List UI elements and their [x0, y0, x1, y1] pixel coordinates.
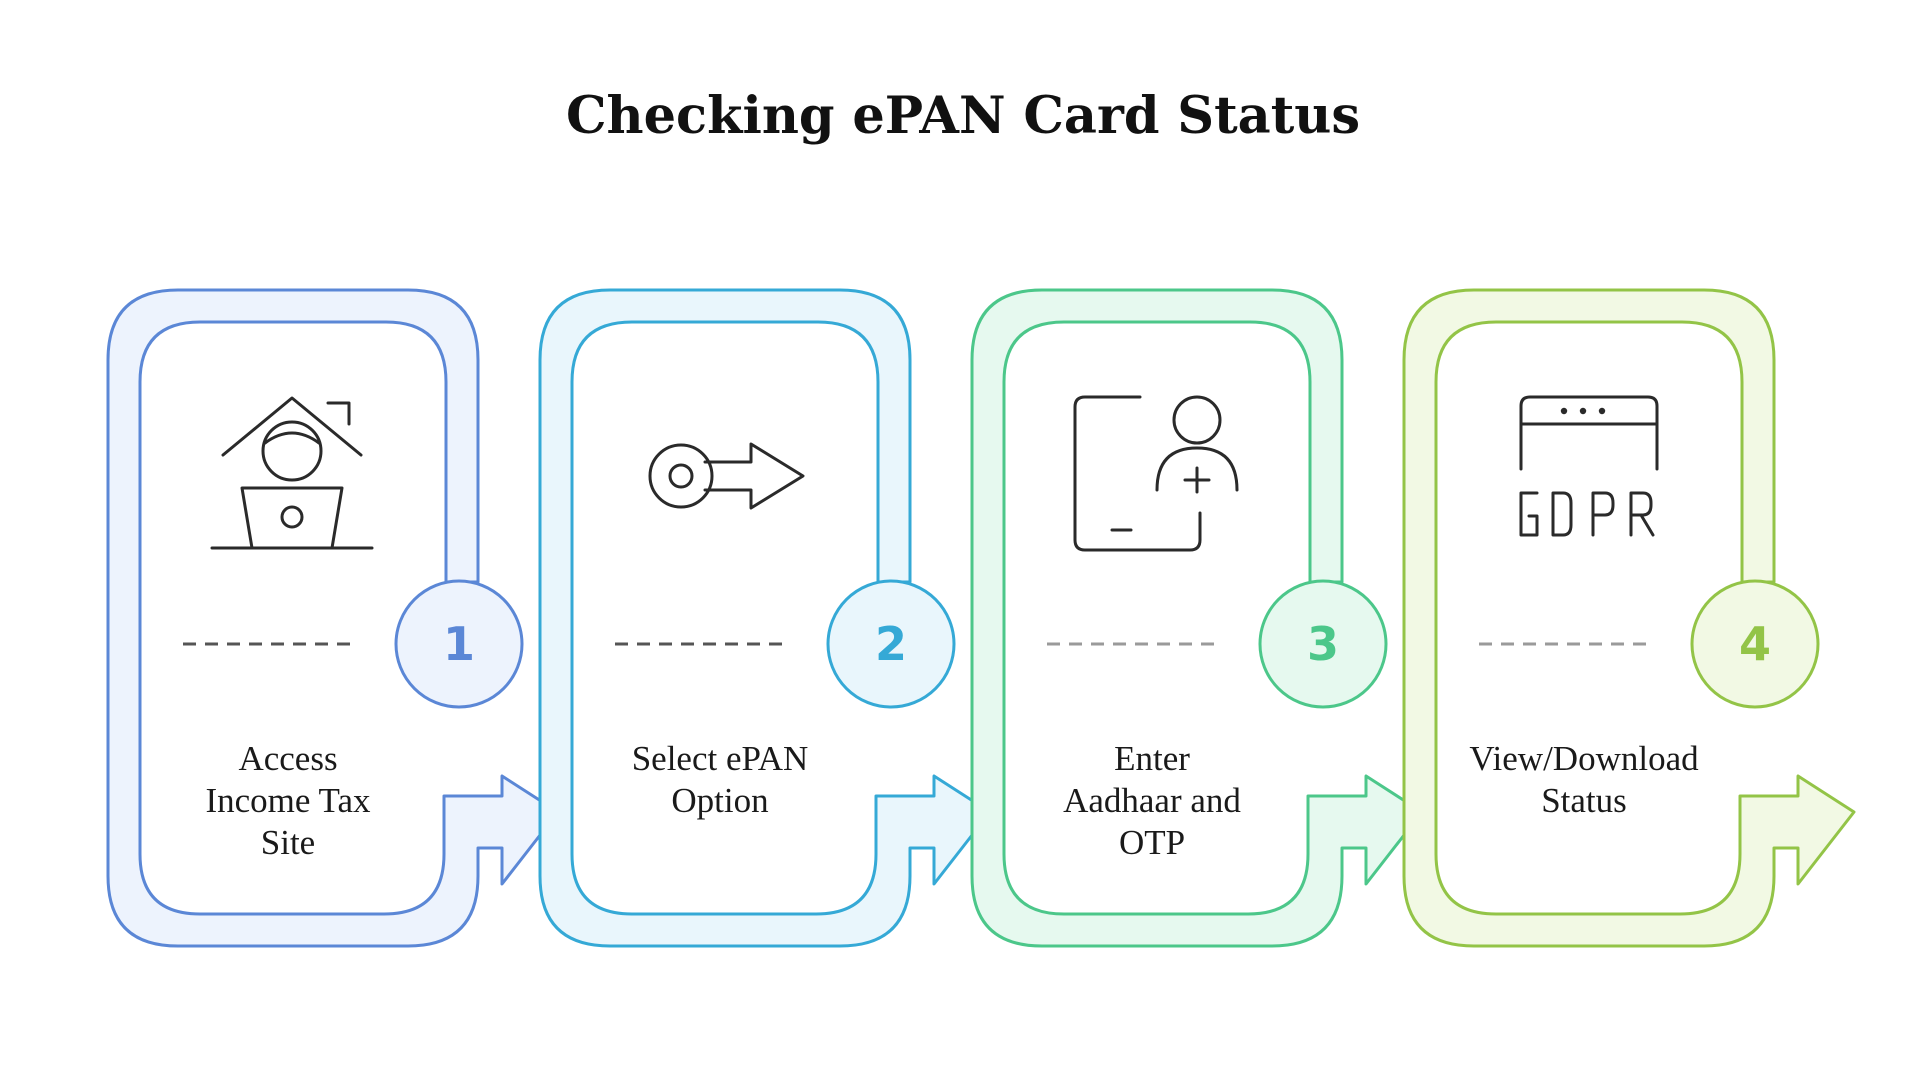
- step-number-badge: 4: [1690, 579, 1820, 709]
- step-band: [1402, 288, 1856, 948]
- diagram-title: Checking ePAN Card Status: [566, 86, 1360, 146]
- step-number: 1: [443, 617, 475, 671]
- step-label-line: Income Tax: [205, 781, 371, 820]
- tablet-add-user-icon: [1073, 395, 1239, 552]
- key-arrow-icon: [648, 442, 805, 510]
- step-number: 3: [1307, 617, 1339, 671]
- home-laptop-user-icon: [210, 396, 374, 550]
- step-label-line: Status: [1541, 781, 1627, 820]
- step-number-badge: 3: [1258, 579, 1388, 709]
- step-label-line: Select ePAN: [632, 739, 809, 778]
- step-label-line: Site: [261, 823, 315, 862]
- step-label-line: Enter: [1114, 739, 1190, 778]
- step-band: [970, 288, 1424, 948]
- step-label-line: Aadhaar and: [1063, 781, 1241, 820]
- step-number: 2: [875, 617, 907, 671]
- step-label-line: Access: [238, 739, 337, 778]
- step-band: [538, 288, 992, 948]
- step-number: 4: [1739, 617, 1771, 671]
- step-band: [106, 288, 560, 948]
- gdpr-browser-icon: [1519, 395, 1659, 537]
- step-label-line: OTP: [1119, 823, 1185, 862]
- step-number-badge: 2: [826, 579, 956, 709]
- step-label-line: View/Download: [1469, 739, 1699, 778]
- step-number-badge: 1: [394, 579, 524, 709]
- step-label-line: Option: [671, 781, 768, 820]
